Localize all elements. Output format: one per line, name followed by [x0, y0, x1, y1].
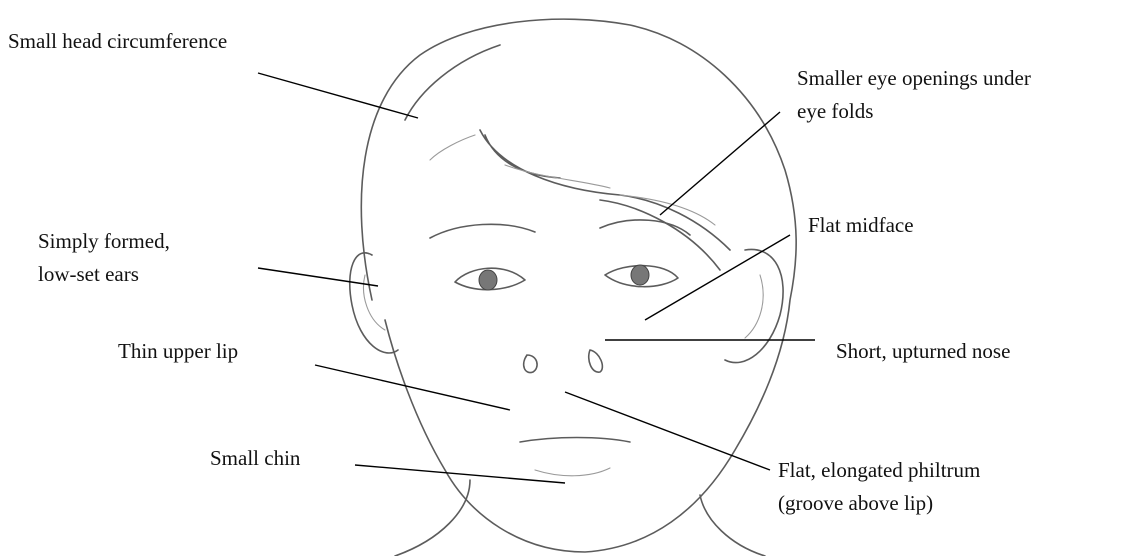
label-philtrum-line1: Flat, elongated philtrum: [778, 455, 980, 485]
leader-head: [258, 73, 418, 118]
label-chin: Small chin: [210, 443, 300, 473]
left-eyebrow: [430, 224, 535, 238]
label-philtrum-line2: (groove above lip): [778, 488, 933, 518]
label-ears-line2: low-set ears: [38, 259, 139, 289]
right-ear-inner: [745, 275, 763, 338]
head-outline: [361, 19, 796, 552]
leader-midface: [645, 235, 790, 320]
leader-eyes: [660, 112, 780, 215]
mouth: [520, 438, 630, 443]
hair-strands: [430, 135, 715, 225]
label-eyes-line1: Smaller eye openings under: [797, 63, 1031, 93]
right-pupil: [631, 265, 649, 285]
right-eyebrow: [600, 220, 690, 235]
label-nose: Short, upturned nose: [836, 336, 1010, 366]
right-ear: [725, 249, 783, 362]
hair-fringe: [405, 45, 730, 270]
right-nostril: [589, 350, 603, 372]
label-midface: Flat midface: [808, 210, 914, 240]
leader-chin: [355, 465, 565, 483]
label-lip: Thin upper lip: [118, 336, 238, 366]
leader-ears: [258, 268, 378, 286]
left-nostril: [524, 355, 537, 373]
left-pupil: [479, 270, 497, 290]
label-head: Small head circumference: [8, 26, 227, 56]
label-eyes-line2: eye folds: [797, 96, 873, 126]
left-ear: [350, 253, 398, 353]
label-ears-line1: Simply formed,: [38, 226, 170, 256]
left-ear-inner: [364, 275, 385, 330]
leader-philtrum: [565, 392, 770, 470]
chin-line: [535, 468, 610, 476]
neck-shoulders: [395, 480, 765, 556]
